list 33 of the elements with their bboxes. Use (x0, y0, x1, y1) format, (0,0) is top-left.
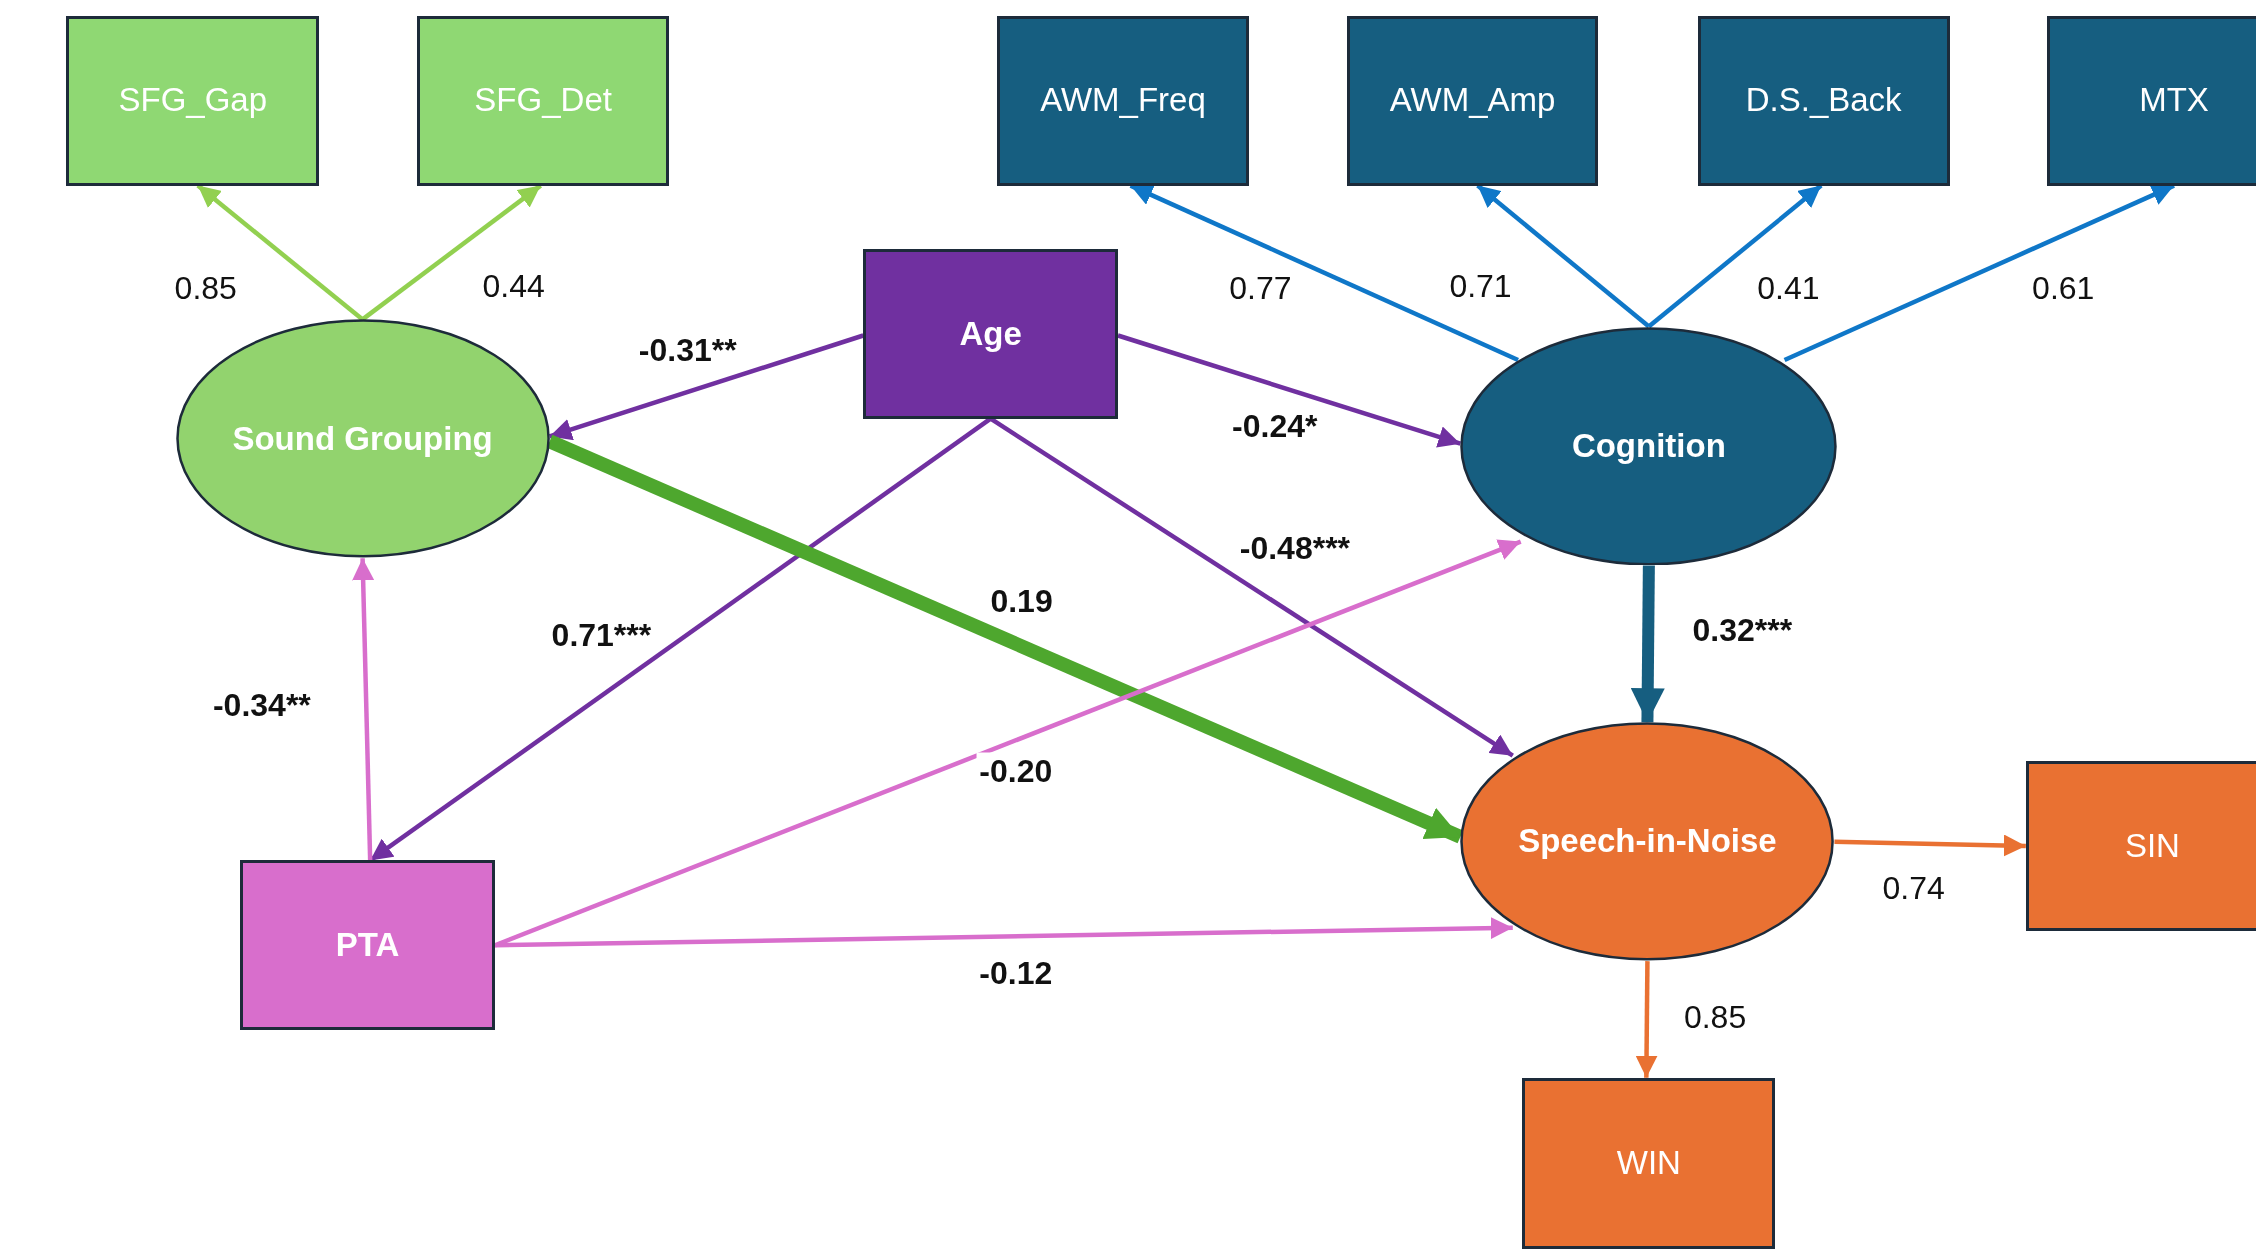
variable-label: AWM_Amp (1389, 80, 1556, 121)
variable-label: PTA (335, 925, 400, 965)
variable-label: AWM_Freq (1040, 80, 1206, 121)
observed-variable-box (417, 15, 670, 186)
variable-label: Cognition (1571, 425, 1726, 466)
observed-variable-box (1697, 15, 1950, 186)
variable-label: Age (959, 313, 1022, 354)
variable-label: D.S._Back (1745, 80, 1902, 121)
variable-label: Sound Grouping (232, 418, 493, 459)
observed-variable-box (997, 15, 1249, 186)
observed-variable-box (2047, 15, 2256, 186)
observed-variable-box (1346, 15, 1599, 186)
observed-variable-box (2025, 761, 2256, 931)
path-arrow (1635, 961, 1658, 1078)
variable-label: SFG_Det (474, 80, 612, 121)
path-arrow (548, 333, 864, 441)
variable-label: SFG_Gap (118, 80, 268, 121)
variable-label: WIN (1616, 1143, 1681, 1183)
observed-variable-box (863, 248, 1118, 419)
path-arrow (1834, 834, 2026, 857)
observed-variable-box (66, 15, 320, 186)
observed-variable-box (240, 860, 495, 1031)
latent-variable-ellipse (175, 319, 550, 559)
variable-label: SIN (2124, 825, 2180, 866)
variable-label: MTX (2139, 80, 2209, 121)
latent-variable-ellipse (1460, 722, 1835, 962)
path-arrow (1117, 333, 1462, 448)
observed-variable-box (1522, 1077, 1776, 1249)
variable-label: Speech-in-Noise (1518, 821, 1777, 862)
latent-variable-ellipse (1460, 326, 1838, 566)
path-arrow (1630, 565, 1665, 723)
path-arrow (352, 558, 375, 861)
path-arrow (494, 917, 1513, 948)
